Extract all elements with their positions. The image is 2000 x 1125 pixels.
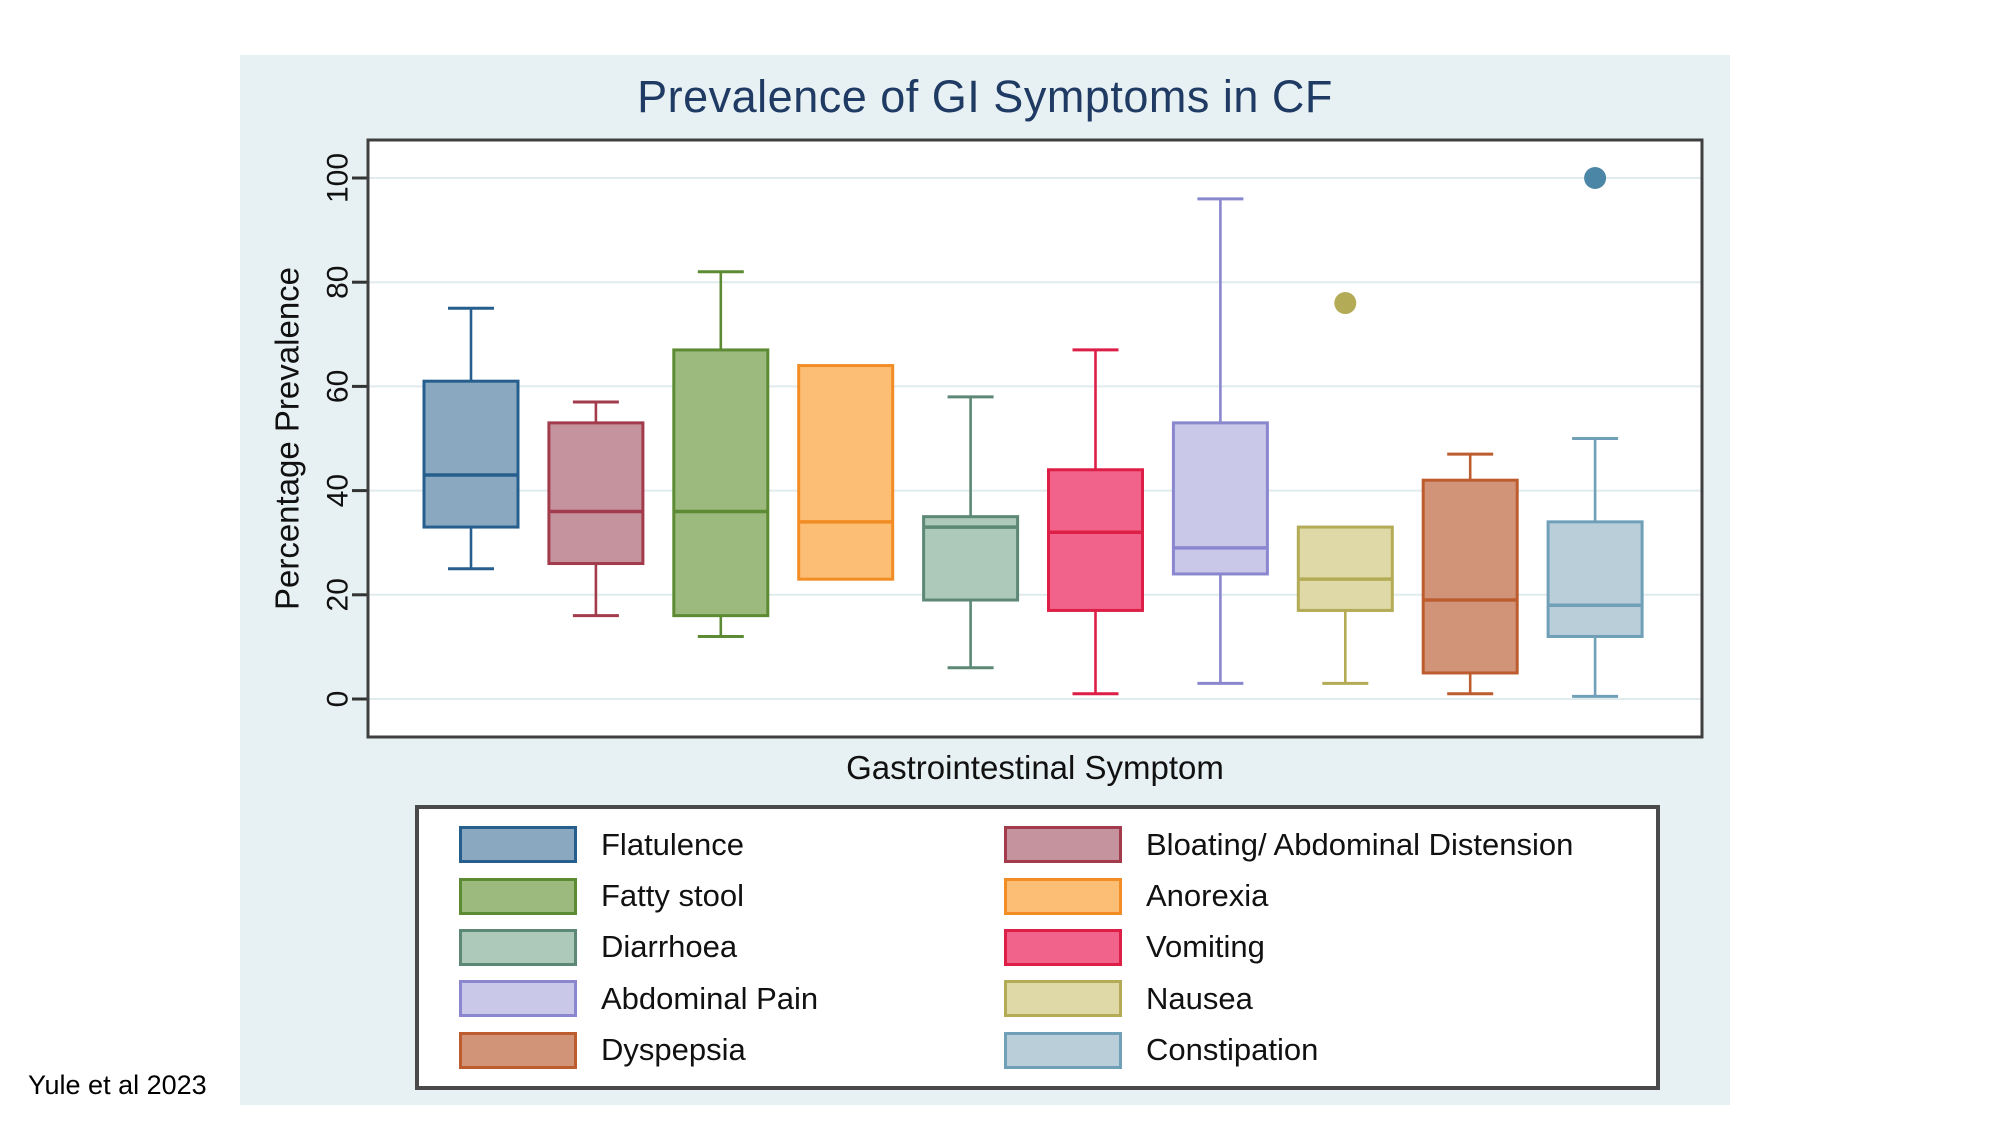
x-axis-title: Gastrointestinal Symptom bbox=[846, 749, 1224, 786]
legend-item-vomiting: Vomiting bbox=[1004, 928, 1656, 966]
legend-item-diarrhoea: Diarrhoea bbox=[459, 928, 1004, 966]
legend-swatch bbox=[459, 826, 577, 864]
legend-label: Vomiting bbox=[1146, 929, 1265, 965]
box bbox=[1546, 520, 1644, 638]
legend-label: Nausea bbox=[1146, 980, 1253, 1016]
box bbox=[547, 421, 645, 566]
legend-item-flatulence: Flatulence bbox=[459, 826, 1004, 864]
outlier-dot bbox=[1334, 292, 1357, 315]
legend-label: Constipation bbox=[1146, 1032, 1319, 1068]
box bbox=[1171, 421, 1269, 576]
legend-item-abdominal-pain: Abdominal Pain bbox=[459, 980, 1004, 1018]
y-tick-label: 0 bbox=[322, 691, 355, 708]
legend-item-nausea: Nausea bbox=[1004, 980, 1656, 1018]
box-fatty-stool bbox=[672, 270, 770, 638]
box-anorexia bbox=[797, 364, 895, 581]
y-tick-label: 80 bbox=[322, 266, 355, 299]
legend-item-constipation: Constipation bbox=[1004, 1031, 1656, 1069]
legend-swatch bbox=[1004, 980, 1122, 1018]
box bbox=[422, 379, 520, 529]
y-tick-label: 40 bbox=[322, 474, 355, 507]
legend-swatch bbox=[459, 1031, 577, 1069]
box bbox=[1421, 478, 1519, 675]
y-tick-label: 100 bbox=[322, 153, 355, 203]
legend-label: Bloating/ Abdominal Distension bbox=[1146, 826, 1574, 862]
legend-label: Diarrhoea bbox=[601, 929, 738, 965]
box bbox=[922, 515, 1020, 602]
box-vomiting bbox=[1047, 348, 1144, 696]
y-tick-label: 60 bbox=[322, 370, 355, 403]
box-abdominal-pain bbox=[1171, 197, 1269, 685]
legend-swatch bbox=[1004, 1031, 1122, 1069]
outlier-dot bbox=[1584, 167, 1607, 189]
y-tick-label: 20 bbox=[322, 578, 355, 611]
legend-swatch bbox=[459, 980, 577, 1018]
legend-item-fatty-stool: Fatty stool bbox=[459, 877, 1004, 915]
box bbox=[1047, 468, 1144, 612]
legend-label: Fatty stool bbox=[601, 878, 744, 914]
legend-label: Abdominal Pain bbox=[601, 980, 819, 1016]
legend-label: Flatulence bbox=[601, 826, 745, 862]
box-flatulence bbox=[422, 306, 520, 571]
legend-swatch bbox=[1004, 928, 1122, 966]
y-axis-title: Percentage Prevalence bbox=[269, 267, 306, 610]
legend-swatch bbox=[459, 877, 577, 915]
legend-label: Anorexia bbox=[1146, 878, 1269, 914]
legend-item-anorexia: Anorexia bbox=[1004, 877, 1656, 915]
plot-border bbox=[366, 138, 1704, 739]
legend-item-bloating-abdominal-distension: Bloating/ Abdominal Distension bbox=[1004, 826, 1656, 864]
chart-panel: Prevalence of GI Symptoms in CF 0 20 40 60 8… bbox=[240, 55, 1730, 1105]
box-bloating-abdominal-distension bbox=[547, 400, 645, 618]
legend-swatch bbox=[1004, 826, 1122, 864]
box-nausea bbox=[1296, 292, 1394, 685]
attribution-text: Yule et al 2023 bbox=[28, 1070, 207, 1100]
box-dyspepsia bbox=[1421, 452, 1519, 696]
box-constipation bbox=[1546, 167, 1644, 698]
legend-label: Dyspepsia bbox=[601, 1032, 746, 1068]
box-diarrhoea bbox=[922, 395, 1020, 670]
legend-swatch bbox=[1004, 877, 1122, 915]
box bbox=[672, 348, 770, 618]
chart-title: Prevalence of GI Symptoms in CF bbox=[637, 71, 1333, 122]
box bbox=[797, 364, 895, 581]
legend-swatch bbox=[459, 928, 577, 966]
legend-item-dyspepsia: Dyspepsia bbox=[459, 1031, 1004, 1069]
box bbox=[1296, 525, 1394, 612]
